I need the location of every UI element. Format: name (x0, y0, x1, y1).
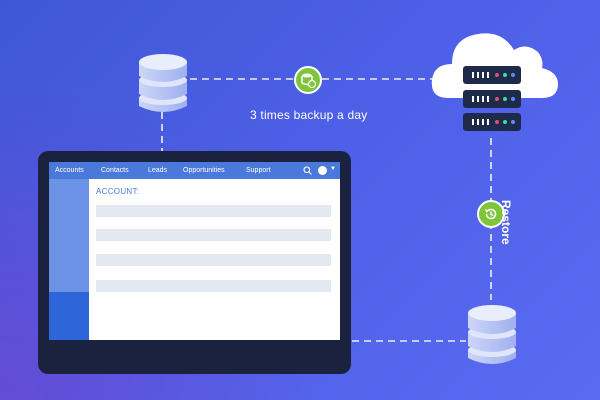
backup-frequency-label: 3 times backup a day (250, 108, 368, 122)
database-sync-icon (294, 66, 322, 94)
account-field[interactable] (96, 280, 331, 292)
account-field[interactable] (96, 229, 331, 241)
tab-opportunities[interactable]: Opportunities (183, 167, 225, 174)
server-icon (463, 113, 521, 131)
database-icon (468, 305, 516, 364)
sidebar-active-panel (49, 292, 89, 340)
account-field[interactable] (96, 254, 331, 266)
server-icon (463, 90, 521, 108)
tab-contacts[interactable]: Contacts (101, 167, 129, 174)
sidebar-panel (49, 179, 89, 292)
restore-icon (477, 200, 505, 228)
account-heading: ACCOUNT: (96, 187, 140, 196)
avatar-icon[interactable] (318, 166, 327, 175)
chevron-down-icon[interactable]: ▼ (330, 166, 336, 172)
database-icon (139, 54, 187, 112)
restore-label: Restore (499, 200, 513, 245)
tab-support[interactable]: Support (246, 167, 271, 174)
top-nav: Accounts Contacts Leads Opportunities Su… (49, 162, 340, 179)
search-icon[interactable] (303, 166, 312, 175)
tab-leads[interactable]: Leads (148, 167, 168, 174)
server-icon (463, 66, 521, 84)
account-field[interactable] (96, 205, 331, 217)
crm-screen: Accounts Contacts Leads Opportunities Su… (49, 162, 340, 340)
tab-accounts[interactable]: Accounts (55, 167, 84, 174)
